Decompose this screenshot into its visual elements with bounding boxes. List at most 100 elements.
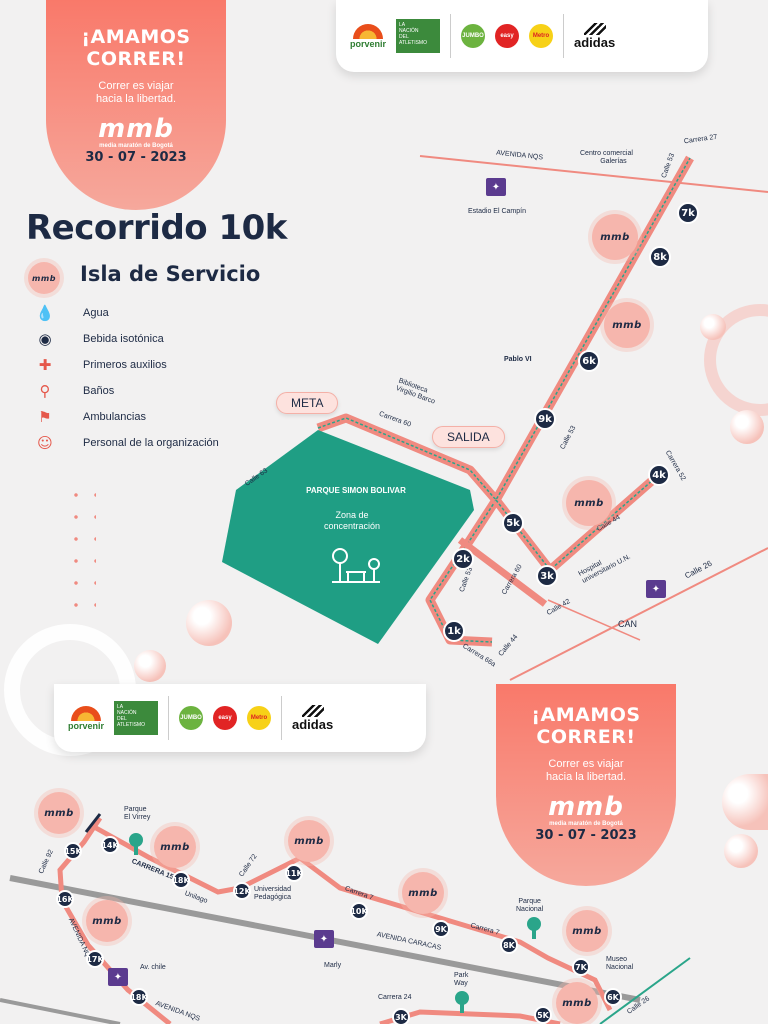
legend-item: 💧 Agua [30, 302, 109, 324]
restroom-icon: ⚲ [39, 382, 51, 400]
mmb-logo: mmb [548, 792, 624, 822]
park-icon [332, 548, 380, 583]
km-marker: 6k [578, 350, 600, 372]
km-marker: 15K [64, 842, 82, 860]
service-island-badge: mmb [592, 214, 638, 260]
legend-item: ⚑ Ambulancias [30, 406, 146, 428]
km-marker: 4k [648, 464, 670, 486]
street-label: Av. chile [140, 964, 166, 971]
adidas-logo: adidas [574, 22, 615, 50]
service-island-badge: mmb [38, 792, 80, 834]
km-marker: 5K [534, 1006, 552, 1024]
sponsor-divider [168, 696, 170, 740]
decorative-ball [186, 600, 232, 646]
street-label: Carrera 24 [378, 994, 412, 1001]
mmb-logo: mmb [98, 114, 174, 144]
km-marker: 14K [101, 836, 119, 854]
km-marker: 3k [536, 565, 558, 587]
meta-label: META [276, 392, 339, 414]
decorative-ball [724, 834, 758, 868]
km-marker: 7K [572, 958, 590, 976]
service-island-badge: mmb [86, 900, 128, 942]
km-marker: 5k [502, 512, 524, 534]
service-island-badge: mmb [566, 480, 612, 526]
decorative-ball [722, 774, 768, 830]
can-icon: ✦ [646, 580, 666, 598]
km-marker: 7k [677, 202, 699, 224]
km-marker: 16K [56, 890, 74, 908]
slogan-banner-bottom: ¡AMAMOS CORRER! Correr es viajar hacia l… [496, 684, 676, 886]
mmb-logo-sub: media maratón de Bogotá [549, 821, 623, 827]
slogan-title-line1: ¡AMAMOS [81, 26, 191, 48]
decorative-ball [730, 410, 764, 444]
km-marker: 17K [86, 950, 104, 968]
km-marker: 12K [233, 882, 251, 900]
race-date: 30 - 07 - 2023 [535, 828, 637, 843]
ambulance-icon: ⚑ [38, 408, 52, 426]
km-marker: 18K [172, 871, 190, 889]
legend-item: ◉ Bebida isotónica [30, 328, 163, 350]
tree-icon [455, 991, 469, 1013]
metro-logo: Metro [529, 24, 554, 48]
jumbo-logo: JUMBO [461, 24, 486, 48]
service-island-badge: mmb [556, 982, 598, 1024]
adidas-logo: adidas [292, 704, 333, 732]
easy-logo: easy [495, 24, 520, 48]
salida-label: SALIDA [432, 426, 505, 448]
map-title: Recorrido 10k [26, 208, 287, 248]
porvenir-logo: porvenir [350, 23, 386, 49]
km-marker: 1k [443, 620, 465, 642]
av-chile-icon: ✦ [108, 968, 128, 986]
slogan-sub-line2: hacia la libertad. [545, 771, 627, 783]
slogan-sub-line1: Correr es viajar [548, 758, 624, 770]
service-island-badge: mmb [402, 872, 444, 914]
km-marker: 11K [285, 864, 303, 882]
km-marker: 2k [452, 548, 474, 570]
legend-mmb-badge: mmb [28, 262, 60, 294]
service-island-badge: mmb [288, 820, 330, 862]
slogan-title-line2: CORRER! [536, 726, 636, 748]
landmark-label: Estadio El Campín [468, 208, 526, 215]
decorative-ball [700, 314, 726, 340]
landmark-label: Marly [324, 962, 342, 969]
jumbo-logo: JUMBO [179, 706, 204, 730]
sponsor-divider [563, 14, 565, 58]
staff-icon: ☺ [37, 434, 53, 452]
sponsor-divider [281, 696, 283, 740]
km-marker: 3K [392, 1008, 410, 1024]
landmark-label: Pablo VI [504, 356, 532, 363]
park-name: PARQUE SIMON BOLIVAR [306, 486, 406, 495]
km-marker: 6K [604, 988, 622, 1006]
km-marker: 8k [649, 246, 671, 268]
race-date: 30 - 07 - 2023 [85, 150, 187, 165]
km-marker: 8K [500, 936, 518, 954]
km-marker: 18K [130, 988, 148, 1006]
km-marker: 9K [432, 920, 450, 938]
service-island-badge: mmb [604, 302, 650, 348]
decorative-dots [66, 484, 96, 614]
isotonic-drink-icon: ◉ [38, 330, 52, 348]
mmb-logo-sub: media maratón de Bogotá [99, 143, 173, 149]
sponsor-divider [450, 14, 452, 58]
slogan-title-line2: CORRER! [86, 48, 186, 70]
slogan-banner-top: ¡AMAMOS CORRER! Correr es viajar hacia l… [46, 0, 226, 210]
easy-logo: easy [213, 706, 238, 730]
tree-icon [129, 833, 143, 855]
legend-title: Isla de Servicio [80, 262, 261, 286]
first-aid-icon: ✚ [38, 356, 52, 374]
km-marker: 10K [350, 902, 368, 920]
legend-item: ☺ Personal de la organización [30, 432, 219, 454]
landmark-label: CAN [618, 619, 638, 629]
service-island-badge: mmb [566, 910, 608, 952]
decorative-ball [134, 650, 166, 682]
